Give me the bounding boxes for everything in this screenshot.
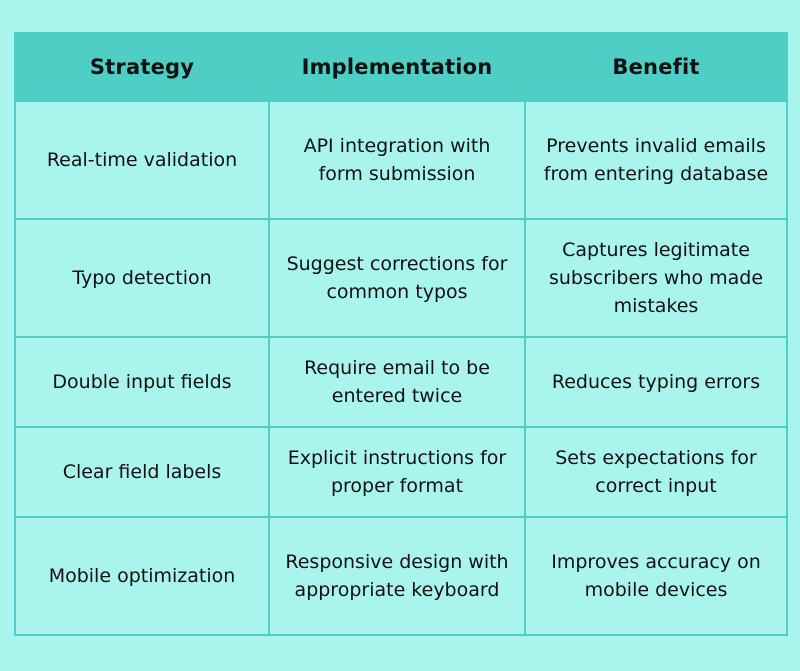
cell-implementation: Suggest corrections for common typos: [268, 218, 526, 338]
table-row: Clear field labels Explicit instructions…: [14, 426, 788, 518]
cell-benefit: Reduces typing errors: [524, 336, 788, 428]
cell-strategy: Mobile optimization: [14, 516, 270, 636]
cell-strategy: Typo detection: [14, 218, 270, 338]
table-header: Strategy Implementation Benefit: [14, 32, 788, 102]
table-row: Real-time validation API integration wit…: [14, 100, 788, 220]
table-row: Mobile optimization Responsive design wi…: [14, 516, 788, 636]
cell-strategy: Real-time validation: [14, 100, 270, 220]
cell-strategy: Double input fields: [14, 336, 270, 428]
table-body: Real-time validation API integration wit…: [14, 100, 788, 636]
header-strategy: Strategy: [14, 32, 270, 102]
cell-benefit: Captures legitimate subscribers who made…: [524, 218, 788, 338]
cell-benefit: Prevents invalid emails from entering da…: [524, 100, 788, 220]
table-row: Double input fields Require email to be …: [14, 336, 788, 428]
cell-implementation: Explicit instructions for proper format: [268, 426, 526, 518]
cell-strategy: Clear field labels: [14, 426, 270, 518]
cell-implementation: Responsive design with appropriate keybo…: [268, 516, 526, 636]
cell-benefit: Improves accuracy on mobile devices: [524, 516, 788, 636]
header-implementation: Implementation: [268, 32, 526, 102]
cell-implementation: API integration with form submission: [268, 100, 526, 220]
header-row: Strategy Implementation Benefit: [14, 32, 788, 102]
table-row: Typo detection Suggest corrections for c…: [14, 218, 788, 338]
header-benefit: Benefit: [524, 32, 788, 102]
strategy-table: Strategy Implementation Benefit Real-tim…: [14, 32, 788, 636]
cell-benefit: Sets expectations for correct input: [524, 426, 788, 518]
cell-implementation: Require email to be entered twice: [268, 336, 526, 428]
